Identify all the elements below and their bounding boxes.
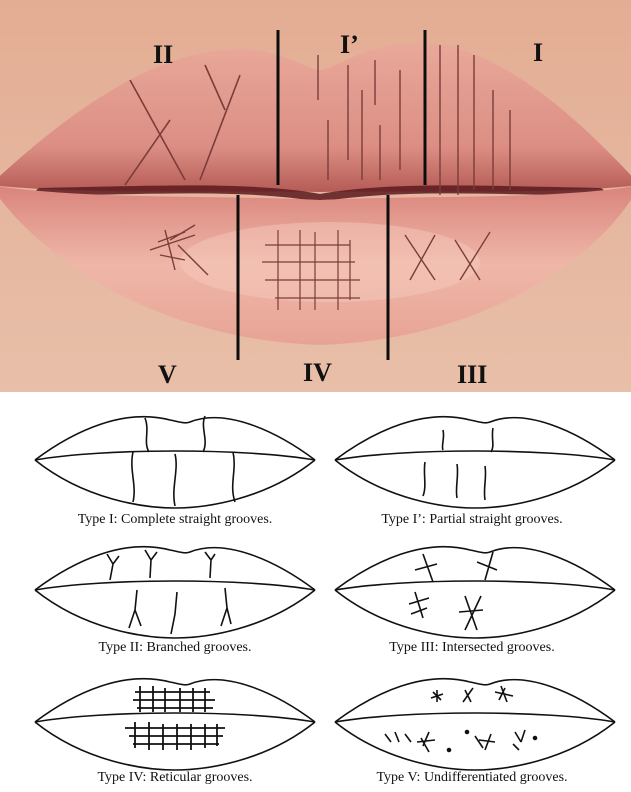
photo-label-type-iii: III	[457, 360, 487, 390]
reticular-marks-lower	[125, 722, 225, 750]
photo-label-type-i-prime: I’	[340, 30, 359, 60]
caption-type-v: Type V: Undifferentiated grooves.	[312, 770, 631, 786]
diagram-type-iii	[325, 530, 625, 640]
caption-type-i-prime: Type I’: Partial straight grooves.	[312, 512, 631, 528]
photo-label-type-ii: II	[153, 40, 173, 70]
diagram-type-i-prime	[325, 400, 625, 510]
caption-type-ii: Type II: Branched grooves.	[15, 640, 335, 656]
photo-label-type-v: V	[158, 360, 177, 390]
undifferentiated-marks	[385, 686, 537, 752]
photo-label-type-iv: IV	[303, 358, 332, 388]
diagram-type-iv	[25, 662, 325, 772]
diagram-type-i	[25, 400, 325, 510]
caption-type-iii: Type III: Intersected grooves.	[312, 640, 631, 656]
reticular-marks-upper	[133, 686, 215, 712]
diagram-type-ii	[25, 530, 325, 640]
photo-label-type-i: I	[533, 38, 543, 68]
caption-type-i: Type I: Complete straight grooves.	[15, 512, 335, 528]
diagram-type-v	[325, 662, 625, 772]
caption-type-iv: Type IV: Reticular grooves.	[15, 770, 335, 786]
